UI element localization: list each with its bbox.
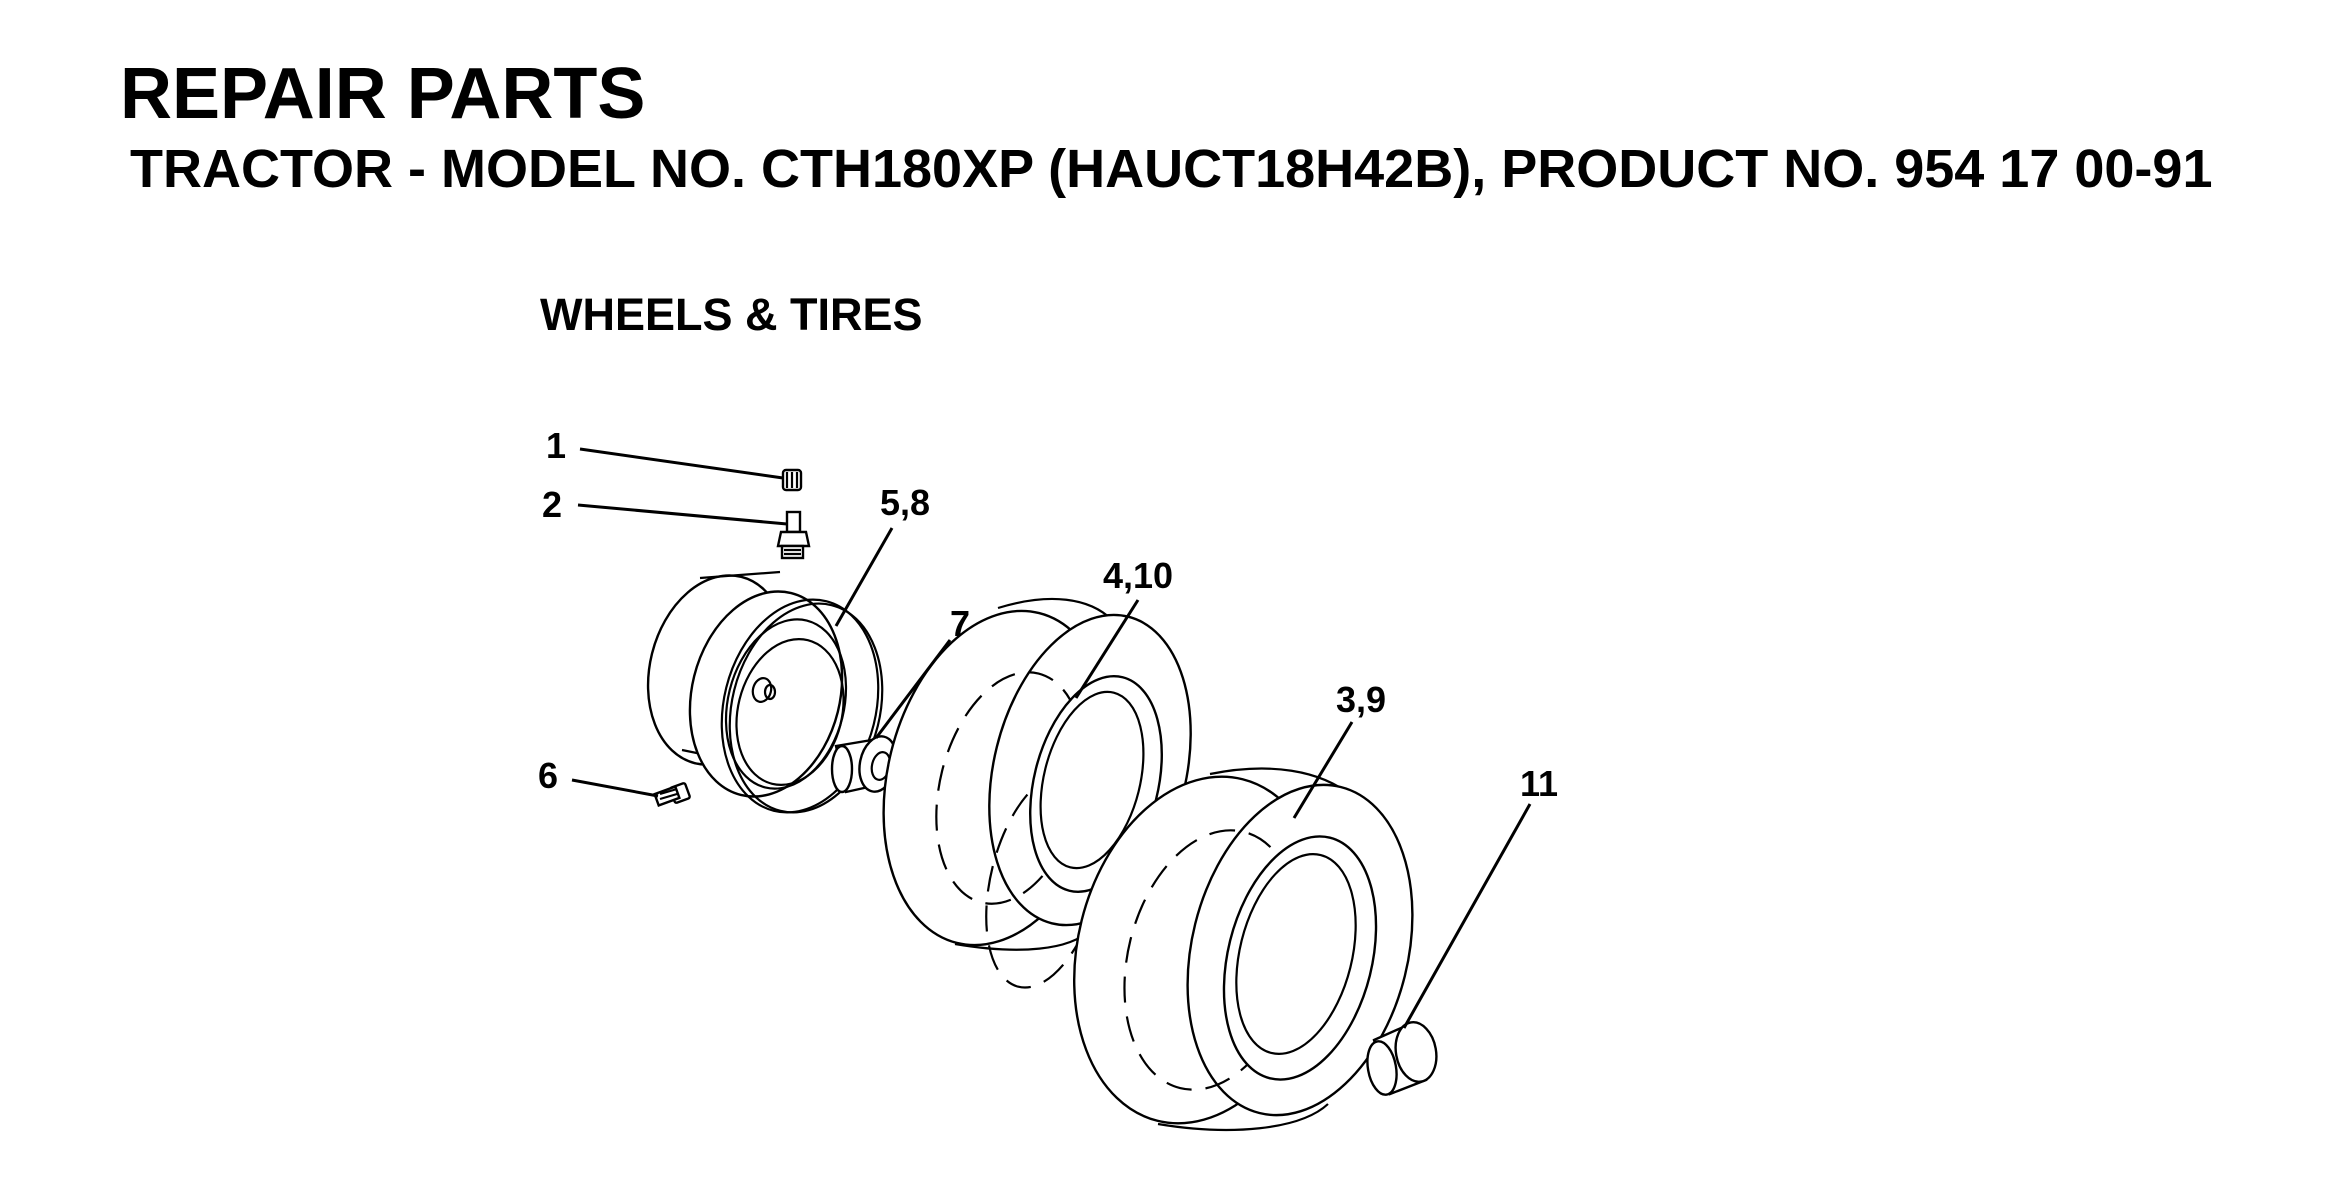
part-rear-tire — [1072, 767, 1414, 1131]
leader-line-11 — [1402, 803, 1532, 1029]
leader-line-3-9 — [1292, 721, 1354, 819]
callout-labels: 1 2 5,8 7 4,10 3,9 6 11 — [538, 425, 1558, 804]
callout-7: 7 — [950, 603, 970, 644]
section-title: WHEELS & TIRES — [540, 289, 923, 340]
leader-line-2 — [577, 503, 788, 526]
callout-3-9: 3,9 — [1336, 679, 1386, 720]
part-valve-stem — [776, 510, 811, 560]
callout-4-10: 4,10 — [1103, 555, 1173, 596]
leader-lines — [571, 447, 1532, 1029]
part-rear-bushing — [1366, 1021, 1438, 1096]
leader-line-1 — [579, 447, 784, 480]
callout-11: 11 — [1520, 763, 1558, 804]
callout-5-8: 5,8 — [880, 482, 930, 523]
leader-line-5-8 — [834, 527, 894, 627]
callout-1: 1 — [546, 425, 566, 466]
callout-2: 2 — [542, 484, 562, 525]
part-valve-cap — [781, 468, 803, 492]
leader-line-6 — [571, 778, 659, 798]
model-subtitle: TRACTOR - MODEL NO. CTH180XP (HAUCT18H42… — [130, 139, 2213, 199]
page-title: REPAIR PARTS — [120, 54, 646, 134]
leader-line-4-10 — [1074, 599, 1140, 699]
leader-line-7 — [874, 639, 952, 739]
callout-6: 6 — [538, 755, 558, 796]
part-wheel-rim — [646, 570, 884, 814]
part-lug-bolt — [653, 782, 691, 807]
